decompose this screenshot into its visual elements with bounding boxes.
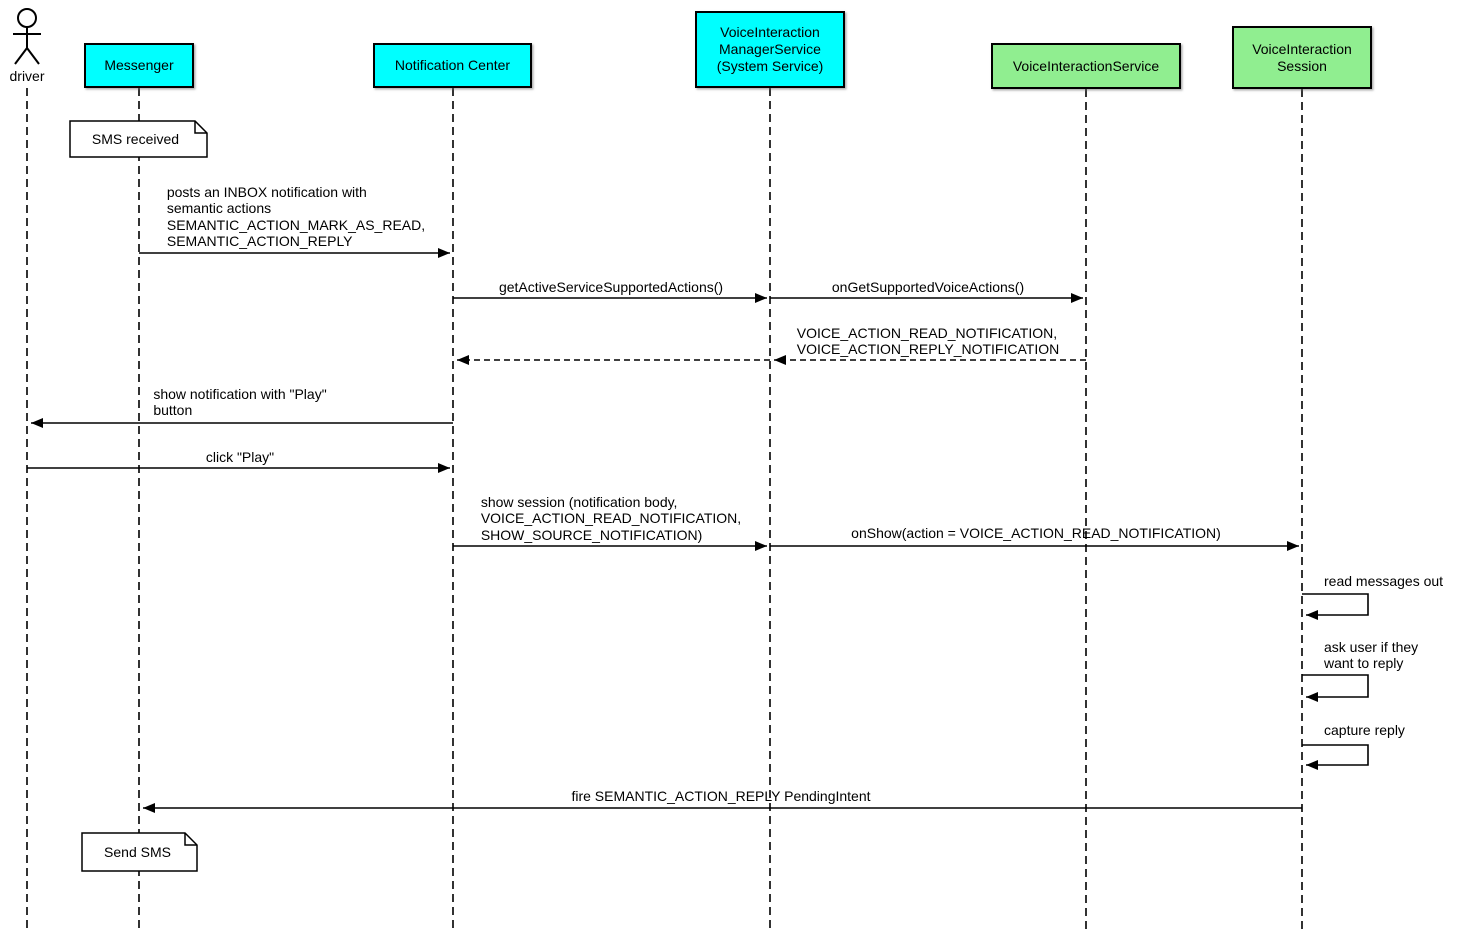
message-label-on-show: onShow(action = VOICE_ACTION_READ_NOTIFI… (851, 525, 1221, 541)
participant-voice-interaction-manager-service: VoiceInteraction ManagerService (System … (695, 11, 845, 88)
actor-head (17, 8, 37, 28)
message-label-on-get-supported-voice-actions: onGetSupportedVoiceActions() (831, 279, 1025, 295)
message-label-show-session: show session (notification body, VOICE_A… (480, 494, 742, 543)
message-label-get-active-service-supported-actions: getActiveServiceSupportedActions() (498, 279, 724, 295)
actor-label: driver (9, 68, 45, 84)
message-label-click-play: click "Play" (205, 449, 275, 465)
message-label-posts-inbox-notification: posts an INBOX notification with semanti… (166, 184, 426, 249)
note-fold-icon (184, 833, 197, 846)
note-sms-received: SMS received (91, 131, 180, 147)
arrow-self-capture-reply (1302, 744, 1369, 770)
participant-voice-interaction-session: VoiceInteraction Session (1232, 26, 1372, 89)
lifelines (26, 88, 1303, 929)
message-label-return-voice-actions: VOICE_ACTION_READ_NOTIFICATION, VOICE_AC… (796, 325, 1060, 358)
message-label-capture-reply: capture reply (1324, 722, 1405, 738)
note-send-sms: Send SMS (104, 844, 171, 860)
note-shape-send-sms (81, 832, 198, 872)
participant-messenger: Messenger (84, 43, 194, 88)
arrow-self-read-messages-out (1302, 593, 1369, 620)
message-arrows (27, 248, 1369, 813)
note-shape-sms-received (69, 120, 208, 158)
message-label-show-notification-play: show notification with "Play" button (153, 386, 327, 419)
note-fold-icon (194, 121, 207, 134)
note-shapes (69, 120, 208, 872)
message-label-read-messages-out: read messages out (1324, 573, 1444, 589)
participant-voice-interaction-service: VoiceInteractionService (991, 43, 1181, 89)
actor-icon (13, 8, 41, 65)
message-label-fire-pending-intent: fire SEMANTIC_ACTION_REPLY PendingIntent (571, 788, 871, 804)
arrow-self-ask-user-reply (1302, 674, 1369, 702)
participant-notification-center: Notification Center (373, 43, 532, 88)
message-label-ask-user-reply: ask user if they want to reply (1324, 639, 1419, 672)
